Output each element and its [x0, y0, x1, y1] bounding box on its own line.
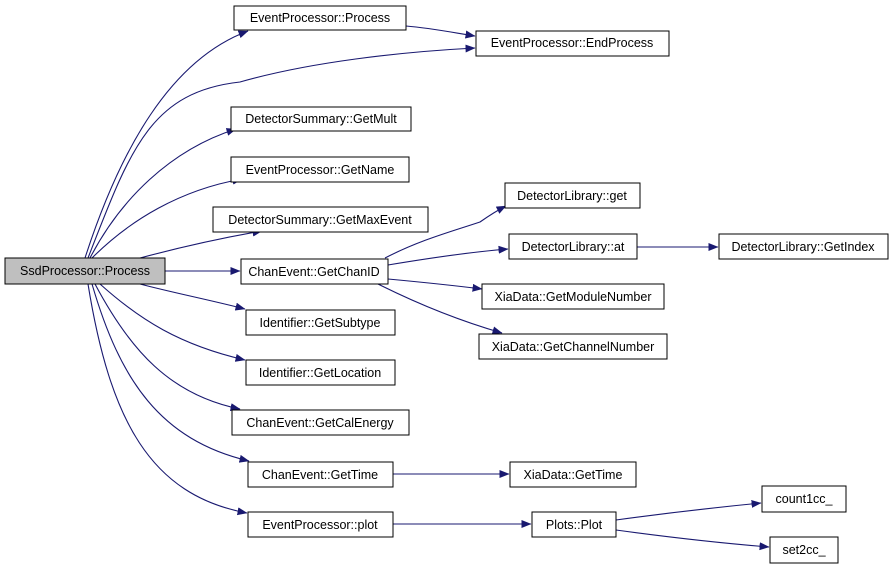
node-label: Identifier::GetLocation [259, 366, 381, 380]
edge-ssd-to-ce-getcalenergy [94, 283, 241, 412]
node-chanevent-gettime[interactable]: ChanEvent::GetTime [247, 461, 394, 488]
node-label: DetectorLibrary::get [517, 189, 627, 203]
node-label: DetectorSummary::GetMult [245, 112, 397, 126]
edge-plots-to-set2cc [615, 529, 770, 551]
node-eventprocessor-process[interactable]: EventProcessor::Process [233, 5, 407, 31]
node-xiadata-getmodulenumber[interactable]: XiaData::GetModuleNumber [481, 283, 665, 310]
node-label: XiaData::GetChannelNumber [492, 340, 655, 354]
node-ssdprocessor-process[interactable]: SsdProcessor::Process [4, 257, 166, 285]
node-chanevent-getchanid[interactable]: ChanEvent::GetChanID [240, 258, 389, 285]
node-detectorlibrary-at[interactable]: DetectorLibrary::at [508, 233, 638, 260]
node-set2cc[interactable]: set2cc_ [769, 536, 839, 564]
node-label: count1cc_ [776, 492, 834, 506]
node-detectorlibrary-get[interactable]: DetectorLibrary::get [504, 182, 641, 209]
node-label: SsdProcessor::Process [20, 264, 150, 278]
node-xiadata-gettime[interactable]: XiaData::GetTime [509, 461, 637, 488]
edge-chanid-to-dl-get [384, 205, 507, 259]
node-label: EventProcessor::plot [262, 518, 378, 532]
edge-ep-process-to-endprocess [405, 25, 476, 39]
node-plots-plot[interactable]: Plots::Plot [531, 511, 617, 538]
node-count1cc[interactable]: count1cc_ [761, 485, 847, 513]
node-eventprocessor-plot[interactable]: EventProcessor::plot [247, 511, 394, 538]
node-chanevent-getcalenergy[interactable]: ChanEvent::GetCalEnergy [231, 409, 410, 436]
edge-ssd-to-ep-endprocess [87, 44, 476, 259]
edge-ssd-to-ep-plot [87, 283, 248, 516]
node-label: EventProcessor::GetName [246, 163, 395, 177]
node-detectorlibrary-getindex[interactable]: DetectorLibrary::GetIndex [718, 233, 889, 260]
node-xiadata-getchannelnumber[interactable]: XiaData::GetChannelNumber [478, 333, 668, 360]
nodes: SsdProcessor::Process EventProcessor::Pr… [4, 5, 889, 564]
edge-ssd-to-ds-getmaxevent [139, 228, 263, 259]
node-label: EventProcessor::Process [250, 11, 390, 25]
edge-ssd-to-id-getlocation [99, 283, 246, 362]
node-label: Identifier::GetSubtype [260, 316, 381, 330]
node-label: DetectorLibrary::GetIndex [731, 240, 875, 254]
edge-ssd-to-ep-process [84, 30, 249, 259]
edge-chanid-to-xd-getmodulenumber [387, 278, 483, 292]
edges [84, 25, 770, 551]
node-label: DetectorLibrary::at [522, 240, 625, 254]
node-eventprocessor-endprocess[interactable]: EventProcessor::EndProcess [475, 30, 670, 57]
edge-ssd-to-ep-getname [91, 176, 243, 259]
edge-chanid-to-xd-getchannelnumber [377, 283, 503, 335]
node-eventprocessor-getname[interactable]: EventProcessor::GetName [230, 156, 410, 183]
node-label: ChanEvent::GetChanID [248, 265, 379, 279]
edge-plots-to-count1cc [615, 499, 762, 521]
node-label: set2cc_ [782, 543, 826, 557]
node-label: XiaData::GetTime [524, 468, 623, 482]
node-label: XiaData::GetModuleNumber [494, 290, 651, 304]
node-label: ChanEvent::GetTime [262, 468, 378, 482]
node-label: Plots::Plot [546, 518, 603, 532]
node-identifier-getsubtype[interactable]: Identifier::GetSubtype [245, 309, 396, 336]
node-detectorsummary-getmaxevent[interactable]: DetectorSummary::GetMaxEvent [212, 206, 429, 233]
node-label: ChanEvent::GetCalEnergy [246, 416, 394, 430]
edge-ssd-to-ds-getmult [89, 128, 237, 259]
edge-ssd-to-ce-gettime [91, 283, 250, 463]
node-label: DetectorSummary::GetMaxEvent [228, 213, 412, 227]
edge-chanid-to-dl-at [387, 245, 509, 266]
node-detectorsummary-getmult[interactable]: DetectorSummary::GetMult [230, 106, 412, 132]
node-label: EventProcessor::EndProcess [491, 36, 654, 50]
edge-ssd-to-id-getsubtype [139, 283, 246, 311]
node-identifier-getlocation[interactable]: Identifier::GetLocation [245, 359, 396, 386]
